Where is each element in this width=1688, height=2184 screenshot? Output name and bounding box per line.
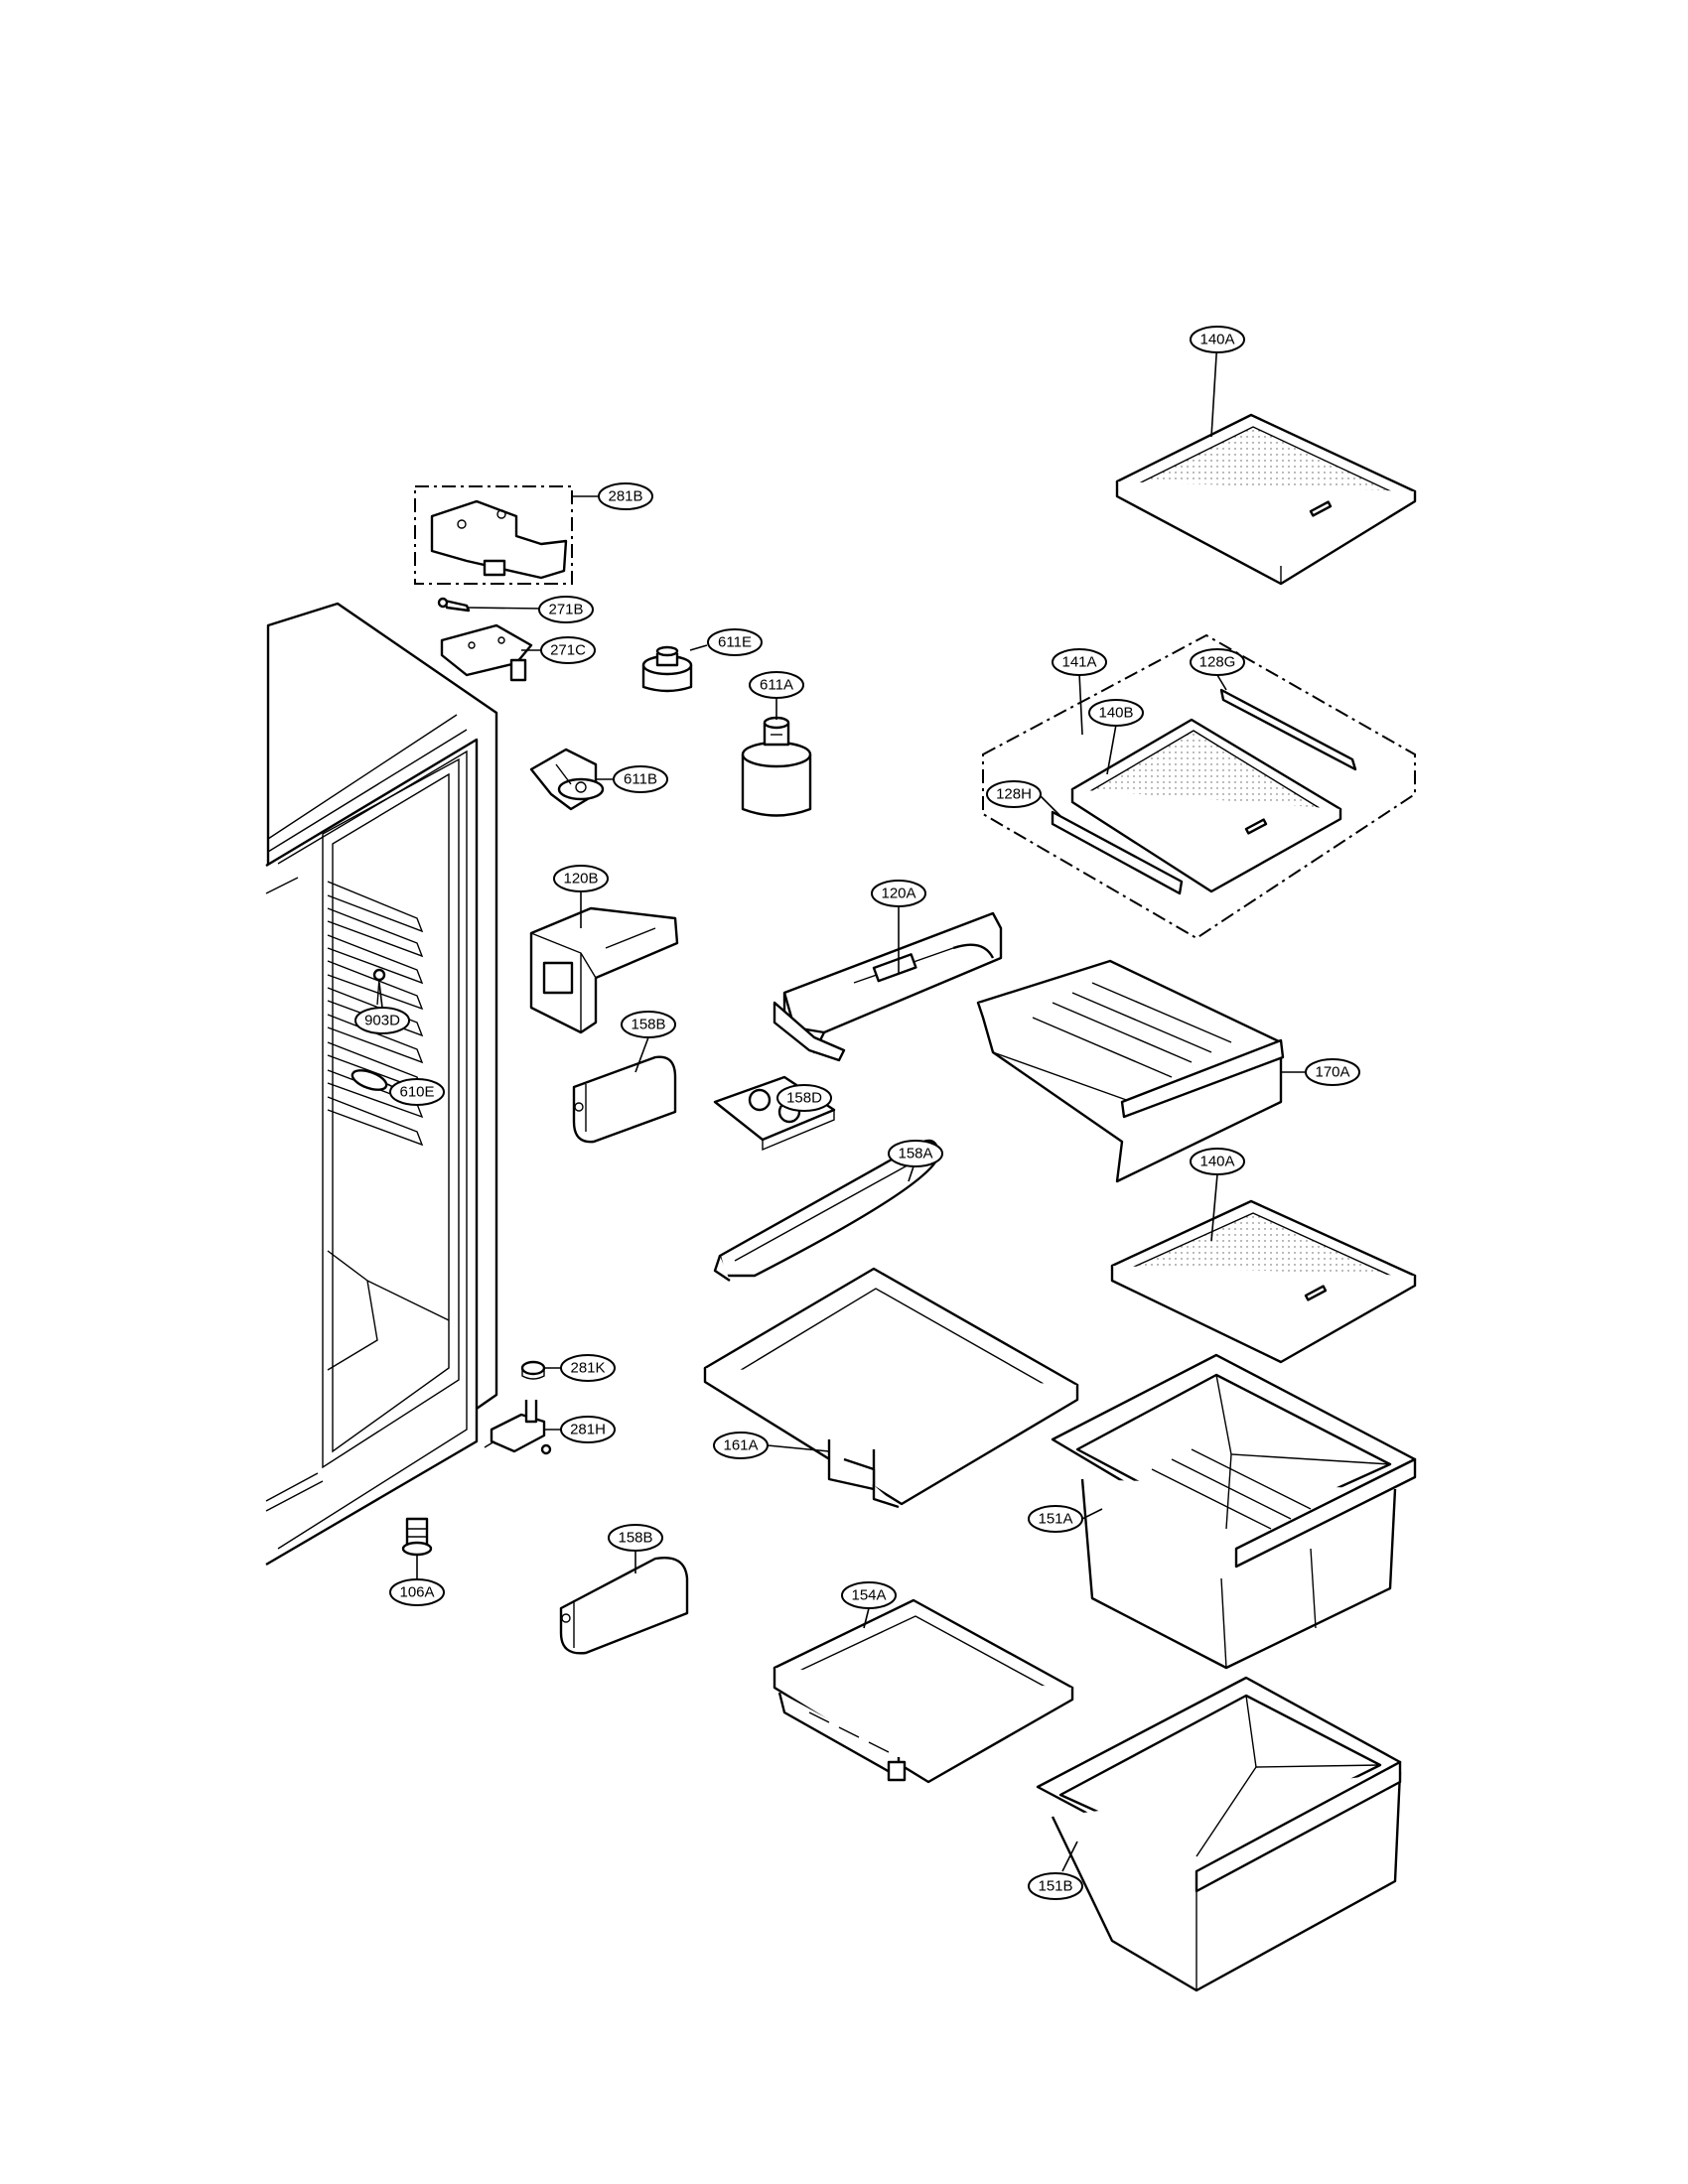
callout-140a-mid: 140A [1190, 1148, 1245, 1175]
svg-text:903D: 903D [364, 1013, 400, 1029]
shelf-rail-front [713, 1139, 940, 1282]
svg-text:158D: 158D [786, 1090, 822, 1107]
svg-text:158A: 158A [898, 1146, 932, 1162]
callout-151b: 151B [1028, 1872, 1083, 1900]
callout-140a-top: 140A [1190, 326, 1245, 353]
shelf-cover-upper [572, 1055, 677, 1144]
svg-text:281B: 281B [608, 488, 642, 505]
svg-text:611E: 611E [718, 634, 752, 651]
callout-158b-top: 158B [621, 1011, 676, 1038]
control-panel-housing [773, 911, 1003, 1062]
callout-151a: 151A [1028, 1505, 1083, 1533]
svg-text:611B: 611B [624, 771, 657, 788]
callout-611e: 611E [707, 628, 763, 656]
callout-611a: 611A [749, 671, 804, 699]
svg-text:154A: 154A [851, 1587, 886, 1604]
svg-text:140B: 140B [1098, 705, 1133, 722]
svg-text:170A: 170A [1315, 1064, 1349, 1081]
callout-128g: 128G [1190, 648, 1245, 676]
hinge-nut [520, 1360, 546, 1380]
callout-158b-bottom: 158B [608, 1524, 663, 1552]
leveling-leg [401, 1517, 433, 1557]
svg-text:120A: 120A [881, 886, 915, 902]
callout-281b: 281B [598, 482, 653, 510]
callout-120b: 120B [553, 865, 609, 892]
water-filter [741, 716, 812, 817]
control-box [529, 906, 679, 1034]
damper-part [372, 968, 386, 1006]
svg-text:140A: 140A [1199, 1154, 1234, 1170]
refrigerator-cabinet [265, 602, 498, 1567]
svg-text:610E: 610E [399, 1084, 434, 1101]
glass-shelf-top [1115, 413, 1417, 586]
svg-text:158B: 158B [631, 1017, 665, 1033]
svg-text:120B: 120B [563, 871, 598, 887]
callout-158a: 158A [888, 1140, 943, 1167]
hinge-cover-group [414, 485, 573, 585]
svg-text:158B: 158B [618, 1530, 652, 1547]
svg-text:271B: 271B [548, 602, 583, 618]
callout-271c: 271C [540, 636, 596, 664]
svg-text:161A: 161A [723, 1437, 758, 1454]
svg-text:106A: 106A [399, 1584, 434, 1601]
callout-140b: 140B [1088, 699, 1144, 727]
callout-903d: 903D [354, 1007, 410, 1034]
callout-128h: 128H [986, 780, 1042, 808]
callout-271b: 271B [538, 596, 594, 623]
svg-text:611A: 611A [760, 677, 793, 694]
filter-head [529, 748, 605, 811]
svg-text:271C: 271C [550, 642, 586, 659]
svg-text:128G: 128G [1199, 654, 1236, 671]
lower-hinge [484, 1400, 552, 1455]
hinge-plate [440, 623, 533, 682]
crisper-drawer-lower [1036, 1676, 1402, 1992]
svg-text:281H: 281H [570, 1422, 606, 1438]
crisper-cover-shelf [703, 1267, 1079, 1509]
glass-shelf-middle [1110, 1199, 1417, 1364]
filter-cap [641, 645, 693, 693]
deli-drawer [976, 959, 1285, 1183]
callout-281h: 281H [560, 1416, 616, 1443]
callout-611b: 611B [613, 765, 668, 793]
svg-text:151B: 151B [1038, 1878, 1072, 1895]
pan-cover-shelf [773, 1598, 1074, 1784]
callout-120a: 120A [871, 880, 926, 907]
crisper-drawer-upper [1051, 1353, 1417, 1670]
svg-text:151A: 151A [1038, 1511, 1072, 1528]
callout-141a: 141A [1052, 648, 1107, 676]
callout-106a: 106A [389, 1578, 445, 1606]
callout-170a: 170A [1305, 1058, 1360, 1086]
shelf-cover-lower [559, 1557, 689, 1655]
callout-154a: 154A [841, 1581, 897, 1609]
svg-text:140A: 140A [1199, 332, 1234, 348]
svg-text:141A: 141A [1061, 654, 1096, 671]
callout-158d: 158D [776, 1084, 832, 1112]
shelf-assembly-group [982, 633, 1416, 940]
callout-610e: 610E [389, 1078, 445, 1106]
svg-text:281K: 281K [570, 1360, 605, 1377]
callout-161a: 161A [713, 1432, 769, 1459]
hinge-screw [437, 597, 471, 613]
svg-text:128H: 128H [996, 786, 1032, 803]
callout-281k: 281K [560, 1354, 616, 1382]
